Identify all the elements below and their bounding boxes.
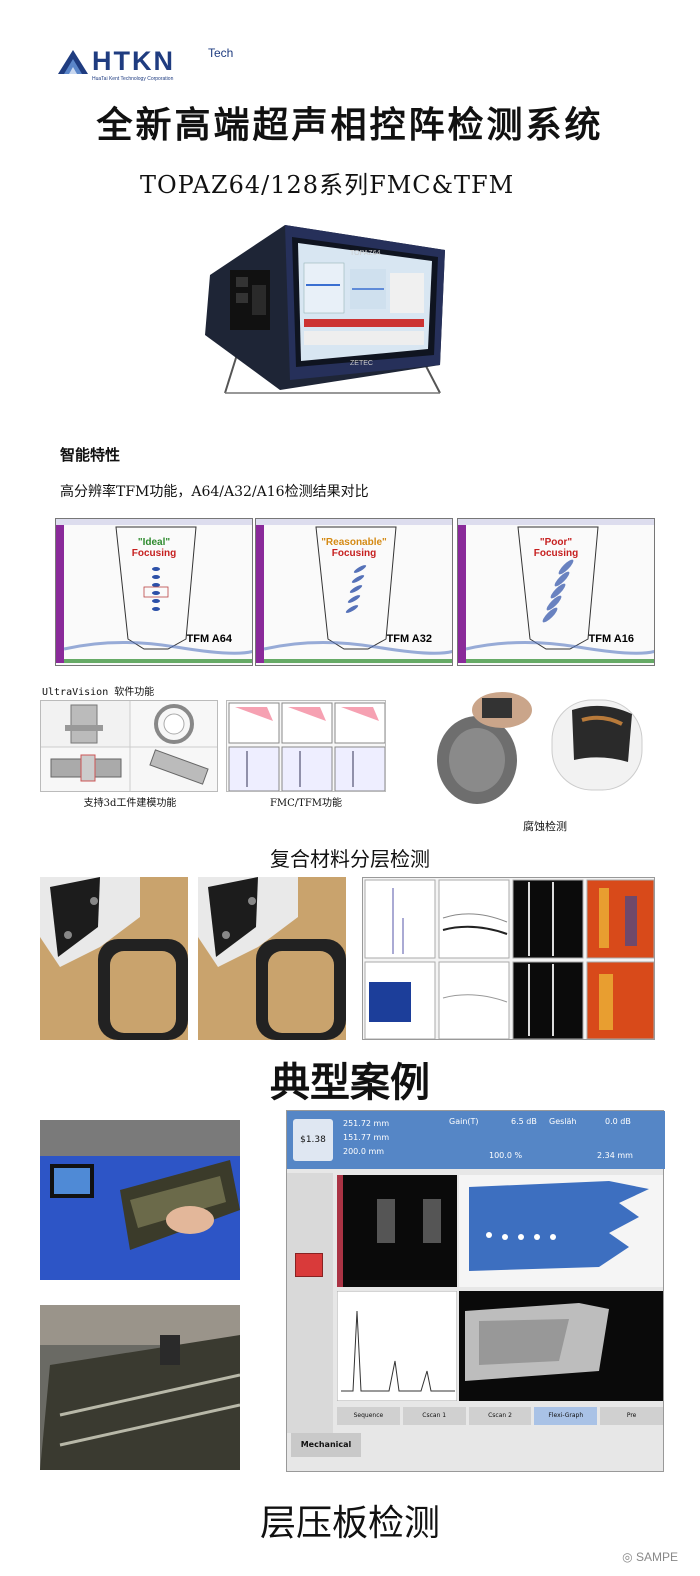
readout-2: 151.77 mm xyxy=(343,1133,390,1142)
mechanical-button[interactable]: Mechanical xyxy=(291,1433,361,1457)
gain-value: 6.5 dB xyxy=(511,1117,537,1126)
tfm-a16-label: TFM A16 xyxy=(588,633,634,645)
gain-label: Gain(T) xyxy=(449,1117,479,1126)
watermark-text: SAMPE xyxy=(635,1550,678,1564)
composite-photo-2 xyxy=(198,877,346,1040)
tab-bar: Sequence Cscan 1 Cscan 2 Flexi-Graph Pre xyxy=(337,1407,663,1425)
tfm-focusing-label: Focusing xyxy=(331,548,377,559)
features-title: 智能特性 xyxy=(60,446,121,464)
logo-tagline: HuaTai Kent Technology Corporation xyxy=(92,76,174,82)
tfm-quality-label: "Poor" xyxy=(539,537,573,548)
logo-text: HTKN xyxy=(92,46,175,76)
fmc-tfm-caption: FMC/TFM功能 xyxy=(269,798,343,809)
corrosion-caption: 腐蚀检测 xyxy=(523,820,567,833)
readouts: 251.72 mm 151.77 mm 200.0 mm xyxy=(343,1117,413,1159)
r1-value: 100.0 % xyxy=(489,1151,523,1160)
3d-modeling-caption: 支持3d工件建模功能 xyxy=(83,798,177,809)
logo-mark-icon xyxy=(58,50,88,74)
tab-flexi-graph[interactable]: Flexi-Graph xyxy=(534,1407,598,1425)
composite-photo-1 xyxy=(40,877,188,1040)
topaz-device-image: TOPAZ64 ZETEC xyxy=(200,215,460,400)
software-status-bar xyxy=(287,1111,665,1169)
company-logo: HTKN Tech HuaTai Kent Technology Corpora… xyxy=(58,46,258,86)
composite-scan-grid xyxy=(362,877,655,1040)
wechat-icon: ◎ xyxy=(622,1550,636,1564)
ultravision-title: UltraVision 软件功能 xyxy=(42,687,155,698)
tfm-focusing-label: Focusing xyxy=(131,548,177,559)
readout-3: 200.0 mm xyxy=(343,1147,385,1156)
tfm-focusing-label: Focusing xyxy=(533,548,579,559)
cscan-pane-1 xyxy=(459,1175,663,1287)
tfm-quality-label: "Ideal" xyxy=(137,537,171,548)
tab-cscan-2[interactable]: Cscan 2 xyxy=(468,1407,532,1425)
cases-section-title: 典型案例 xyxy=(270,1059,430,1106)
case-photo-2 xyxy=(40,1305,240,1470)
cscan-pane-2 xyxy=(459,1291,663,1401)
device-brand-top: TOPAZ64 xyxy=(350,250,381,257)
tab-cscan-1[interactable]: Cscan 1 xyxy=(402,1407,466,1425)
ascan-pane xyxy=(337,1291,457,1401)
fmc-tfm-image xyxy=(226,700,386,792)
tab-pre[interactable]: Pre xyxy=(600,1407,663,1425)
r2-value: 2.34 mm xyxy=(597,1151,633,1160)
laminate-section-title: 层压板检测 xyxy=(259,1503,440,1544)
logo-tech-text: Tech xyxy=(208,46,234,60)
bscan-pane xyxy=(337,1175,457,1287)
tab-sequence[interactable]: Sequence xyxy=(337,1407,400,1425)
features-description: 高分辨率TFM功能，A64/A32/A16检测结果对比 xyxy=(60,484,369,500)
watermark: ◎ SAMPE xyxy=(622,1550,678,1564)
page-title: 全新高端超声相控阵检测系统 xyxy=(96,104,604,146)
3d-modeling-image xyxy=(40,700,218,792)
tfm-panel-a64: "Ideal" Focusing TFM A64 xyxy=(55,518,253,666)
inspection-software-screen: $1.38 251.72 mm 151.77 mm 200.0 mm Gain(… xyxy=(286,1110,665,1472)
gain2-label: Gesläh xyxy=(549,1117,577,1126)
device-brand-bottom: ZETEC xyxy=(350,360,373,367)
tfm-panel-a16: "Poor" Focusing TFM A16 xyxy=(457,518,655,666)
page-subtitle: TOPAZ64/128系列FMC&TFM xyxy=(140,171,515,199)
tfm-panel-a32: "Reasonable" Focusing TFM A32 xyxy=(255,518,453,666)
corrosion-inspection-image xyxy=(432,680,652,804)
side-value-box: $1.38 xyxy=(293,1119,333,1161)
case-photo-1 xyxy=(40,1120,240,1280)
composite-section-title: 复合材料分层检测 xyxy=(270,847,430,871)
readout-1: 251.72 mm xyxy=(343,1119,390,1128)
tfm-quality-label: "Reasonable" xyxy=(321,537,387,548)
tfm-a64-label: TFM A64 xyxy=(186,633,232,645)
gain2-value: 0.0 dB xyxy=(605,1117,631,1126)
stop-button[interactable] xyxy=(295,1253,323,1277)
tool-column xyxy=(287,1173,333,1433)
tfm-a32-label: TFM A32 xyxy=(386,633,432,645)
